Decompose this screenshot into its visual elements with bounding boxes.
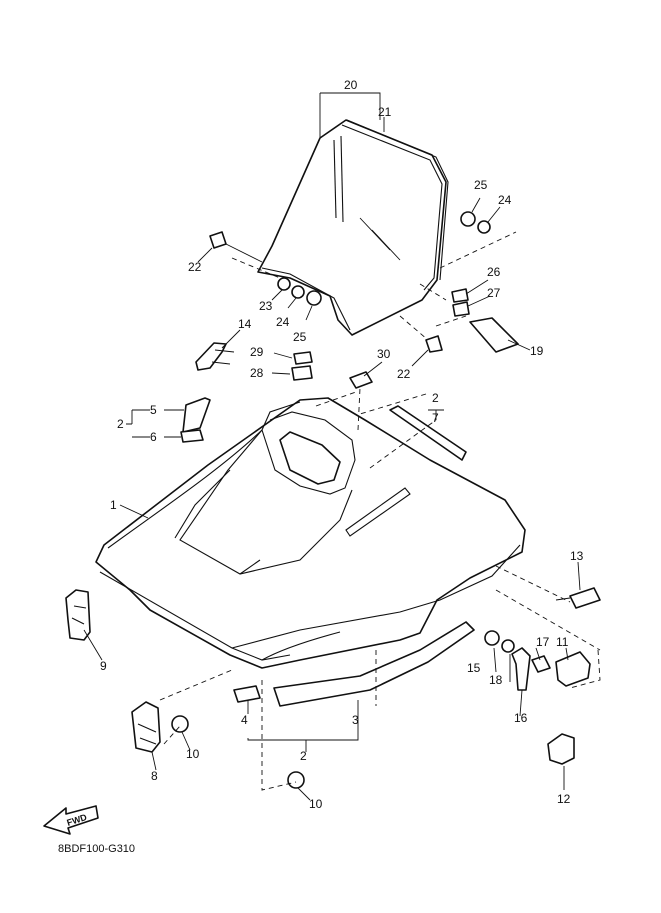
part-5-pad — [182, 397, 211, 433]
callout-28: 28 — [250, 366, 264, 380]
part-16-arm — [511, 647, 531, 691]
callout-2-top: 2 — [432, 391, 439, 405]
part-28-tag — [291, 365, 313, 381]
part-10-grommet-lower — [287, 771, 305, 789]
callout-29: 29 — [250, 345, 264, 359]
part-24-washer-upper — [477, 220, 491, 234]
part-10-grommet-upper — [171, 715, 189, 733]
windshield — [257, 119, 449, 336]
callout-2-left: 2 — [117, 417, 124, 431]
part-18-bushing — [501, 639, 515, 653]
callout-13: 13 — [570, 549, 584, 563]
callout-12: 12 — [557, 792, 571, 806]
callout-23: 23 — [259, 299, 273, 313]
callout-24-upper: 24 — [498, 193, 512, 207]
callout-10-lower: 10 — [309, 797, 323, 811]
callout-1: 1 — [110, 498, 117, 512]
part-25-nut-upper — [460, 211, 476, 227]
callout-27: 27 — [487, 286, 501, 300]
callout-21: 21 — [378, 105, 392, 119]
callout-3: 3 — [352, 713, 359, 727]
callout-22-left: 22 — [188, 260, 202, 274]
diagram-code: 8BDF100-G310 — [58, 843, 135, 855]
part-27-pad — [452, 301, 470, 317]
callout-15: 15 — [467, 661, 481, 675]
hood — [95, 397, 526, 669]
part-22-bolt-right — [425, 335, 443, 353]
part-13-latch — [569, 587, 601, 609]
callout-7: 7 — [432, 411, 439, 425]
part-6-pad — [180, 429, 204, 443]
part-15-bushing — [484, 630, 500, 646]
part-23-grommet — [277, 277, 291, 291]
callout-20: 20 — [344, 78, 358, 92]
part-7-strip — [389, 405, 467, 461]
part-29-tag — [293, 351, 313, 365]
part-14-bracket — [195, 342, 227, 371]
part-26-pad — [451, 288, 469, 303]
callout-24-lower: 24 — [276, 315, 290, 329]
leader-lines — [83, 92, 601, 801]
callout-labels: 20 21 25 24 22 26 27 23 24 25 14 29 28 3… — [100, 78, 584, 811]
part-9-hinge — [65, 589, 91, 641]
callout-11: 11 — [556, 635, 569, 649]
callout-5: 5 — [150, 403, 157, 417]
callout-30: 30 — [377, 347, 391, 361]
part-3-rail — [273, 621, 475, 707]
fwd-arrow-icon: FWD — [43, 805, 99, 835]
callout-22-right: 22 — [397, 367, 411, 381]
part-12-knob — [547, 733, 575, 765]
callout-18: 18 — [489, 673, 503, 687]
part-24-washer-lower — [291, 285, 305, 299]
callout-19: 19 — [530, 344, 544, 358]
part-11-bracket — [555, 651, 591, 687]
callout-26: 26 — [487, 265, 501, 279]
part-4-pad — [233, 685, 261, 703]
callout-10-upper: 10 — [186, 747, 200, 761]
part-25-nut-lower — [306, 290, 322, 306]
part-22-bolt-left — [209, 231, 227, 249]
callout-25-upper: 25 — [474, 178, 488, 192]
callout-14: 14 — [238, 317, 252, 331]
part-30-seal — [349, 371, 373, 389]
callout-9: 9 — [100, 659, 107, 673]
part-17-pin — [531, 655, 551, 673]
callout-2-bottom: 2 — [300, 749, 307, 763]
callout-8: 8 — [151, 769, 158, 783]
callout-4: 4 — [241, 713, 248, 727]
part-19-sticker — [469, 317, 519, 353]
callout-25-lower: 25 — [293, 330, 307, 344]
callout-17: 17 — [536, 635, 550, 649]
callout-6: 6 — [150, 430, 157, 444]
callout-16: 16 — [514, 711, 528, 725]
